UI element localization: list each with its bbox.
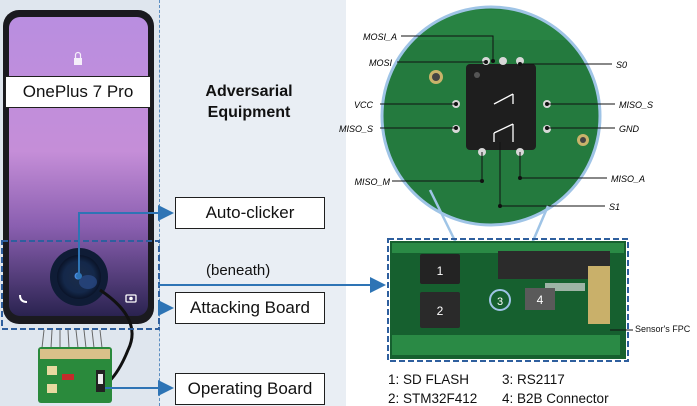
pin-label-gnd: GND — [619, 124, 640, 134]
pin-label-s0: S0 — [616, 60, 627, 70]
zoom-lens — [380, 5, 602, 227]
pin-dot — [491, 59, 495, 63]
operating-board-label: Operating Board — [175, 373, 325, 405]
legend-item-3: 3: RS2117 — [502, 372, 565, 387]
chip-number-1: 1 — [437, 264, 444, 278]
phone-call-icon — [19, 294, 28, 303]
chip-rs2117-highlight — [489, 289, 511, 311]
pin-dot — [518, 176, 522, 180]
pin-dot — [454, 102, 458, 106]
pin-label-miso-a: MISO_A — [611, 174, 645, 184]
auto-clicker-label: Auto-clicker — [175, 197, 325, 229]
phone-model-label: OnePlus 7 Pro — [5, 76, 151, 108]
pin-dot — [484, 60, 488, 64]
lock-icon — [74, 51, 82, 65]
legend-item-4: 4: B2B Connector — [502, 391, 609, 406]
pin-label-miso-s-right: MISO_S — [619, 100, 653, 110]
panel-divider — [159, 0, 160, 406]
pin-dot — [518, 62, 522, 66]
pin-label-miso-s-left: MISO_S — [339, 124, 373, 134]
pin-label-miso-m: MISO_M — [354, 177, 390, 187]
pin-label-s1: S1 — [609, 202, 620, 212]
chip-b2b-connector — [525, 288, 555, 310]
heading-text: Adversarial Equipment — [205, 83, 293, 121]
sensor-fpc-label: Sensor's FPC — [635, 324, 691, 334]
pin-label-mosi: MOSI — [369, 58, 393, 68]
arrows — [78, 205, 386, 396]
chip-stm32 — [420, 292, 460, 328]
legend-item-2: 2: STM32F412 — [388, 391, 478, 406]
pin-dot — [545, 102, 549, 106]
wire-bundle — [41, 329, 103, 349]
beneath-label: (beneath) — [206, 262, 271, 279]
chip-sd-flash — [420, 254, 460, 284]
operating-board — [38, 347, 112, 403]
lens-ring — [380, 5, 602, 227]
pin-dot — [545, 126, 549, 130]
camera-icon — [125, 294, 137, 303]
arrow-auto-clicker — [78, 205, 174, 276]
pin-label-vcc: VCC — [354, 100, 374, 110]
attacking-board-box — [387, 238, 629, 362]
zoom-cone-left — [428, 189, 460, 248]
attacking-board-photo — [390, 241, 626, 359]
adversarial-equipment-heading: Adversarial Equipment — [184, 81, 314, 123]
pin-dot — [480, 179, 484, 183]
chip-number-4: 4 — [537, 293, 544, 307]
pin-dot — [498, 204, 502, 208]
attacking-board-label: Attacking Board — [175, 292, 325, 324]
pin-dot — [454, 126, 458, 130]
chip-number-2: 2 — [437, 304, 444, 318]
pin-label-mosi-a: MOSI_A — [363, 32, 397, 42]
legend-item-1: 1: SD FLASH — [388, 372, 470, 387]
chip-number-3: 3 — [497, 296, 503, 308]
